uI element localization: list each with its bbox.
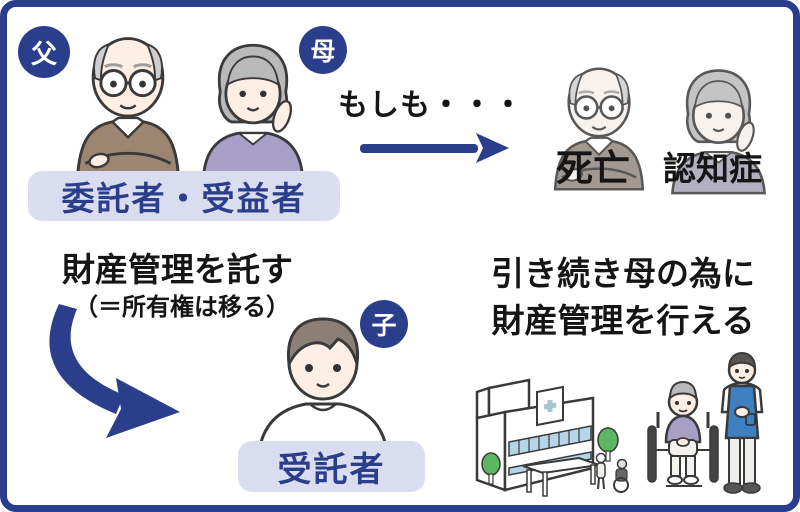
child-badge: 子 (360, 300, 408, 348)
entrust-text: 財産管理を託す (62, 250, 293, 289)
settlor-beneficiary-label: 委託者・受益者 (28, 171, 340, 221)
trustee-text: 受託者 (277, 450, 386, 490)
what-if-text: もしも・・・ (338, 88, 524, 123)
mother-illustration (202, 43, 304, 179)
continue-line2: 財産管理を行える (491, 300, 755, 340)
mother-badge: 母 (299, 26, 347, 74)
father-badge: 父 (18, 26, 70, 78)
mother-badge-label: 母 (310, 37, 336, 66)
small-wheelchair-person-icon (613, 458, 629, 493)
settlor-beneficiary-text: 委託者・受益者 (61, 179, 307, 218)
father-badge-label: 父 (30, 39, 57, 70)
continue-management-text: 引き続き母の為に 財産管理を行える (458, 251, 788, 345)
death-text: 死亡 (556, 147, 630, 190)
small-person-icon (595, 452, 607, 490)
wheelchair-and-caregiver-illustration (647, 351, 764, 494)
trustee-label: 受託者 (238, 441, 425, 492)
right-arrow-icon (360, 133, 509, 163)
curved-down-arrow-icon (49, 304, 180, 438)
ownership-note-text: （＝所有権は移る） (74, 293, 290, 321)
child-badge-label: 子 (371, 311, 397, 340)
father-illustration (76, 37, 180, 179)
continue-line1: 引き続き母の為に (491, 254, 755, 293)
dementia-text: 認知症 (663, 149, 762, 188)
hospital-illustration (475, 378, 629, 497)
son-illustration (258, 317, 388, 448)
